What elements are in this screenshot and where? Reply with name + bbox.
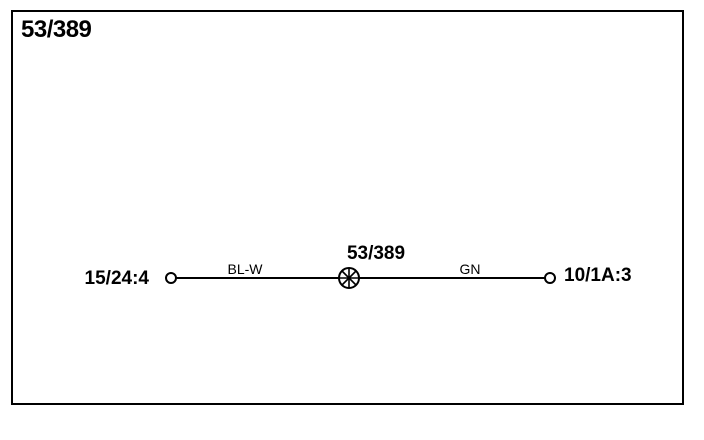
splice-icon	[338, 267, 360, 289]
left-connector-label: 15/24:4	[85, 268, 150, 289]
right-wire-color-label: GN	[460, 261, 481, 277]
diagram-title: 53/389	[21, 16, 92, 43]
left-wire-color-label: BL-W	[228, 261, 264, 277]
splice-label: 53/389	[347, 243, 405, 264]
diagram-frame	[11, 10, 684, 405]
left-terminal	[165, 272, 177, 284]
right-terminal	[544, 272, 556, 284]
right-connector-label: 10/1A:3	[564, 265, 632, 286]
